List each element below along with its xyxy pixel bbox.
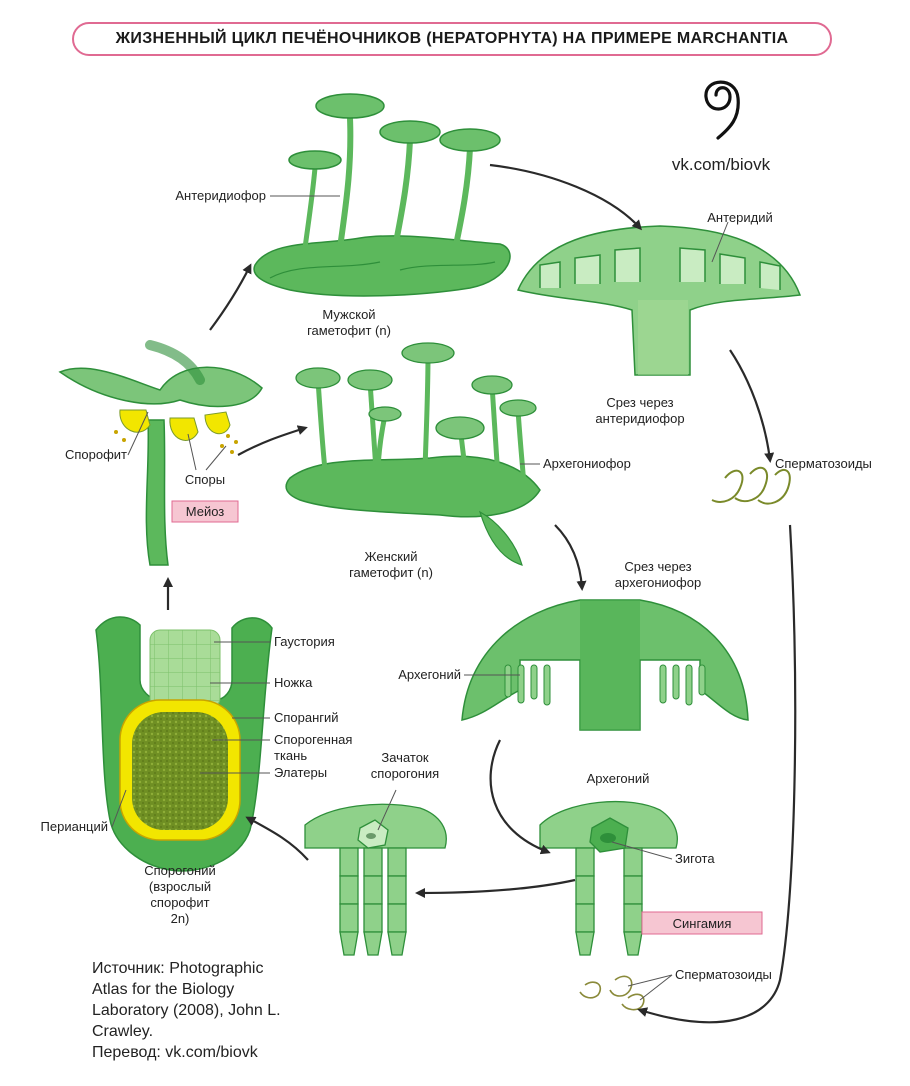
- antheridiophore-label: Антеридиофор: [175, 188, 266, 203]
- embryo-illustration: [304, 803, 447, 956]
- meiosis-box: [171, 500, 239, 523]
- elaters-label: Элатеры: [274, 765, 327, 780]
- female-gametophyte-label-2: гаметофит (n): [349, 565, 433, 580]
- arrow-spores-to-female-gametophyte: [237, 425, 308, 456]
- embryo-label-1: Зачаток: [381, 750, 429, 765]
- sporogon-label-3: спорофит: [150, 895, 209, 910]
- sporogon-label-1: Спорогоний: [144, 863, 216, 878]
- male-gametophyte-label-2: гаметофит (n): [307, 323, 391, 338]
- sperm-top-label: Сперматозоиды: [775, 456, 872, 471]
- meiosis-label: Мейоз: [186, 504, 225, 519]
- haustoria-label: Гаустория: [274, 634, 335, 649]
- sperm-top-illustration: [711, 466, 791, 505]
- archegoniophore-label: Архегониофор: [543, 456, 631, 471]
- male-gametophyte-label-1: Мужской: [322, 307, 375, 322]
- section-archegoniophore-label-2: архегониофор: [615, 575, 701, 590]
- zygote-leader: [611, 841, 673, 860]
- antheridium-label: Антеридий: [707, 210, 773, 225]
- source-line-4: Crawley.: [92, 1023, 154, 1040]
- zygote-label: Зигота: [675, 851, 715, 866]
- arrow-to-sperm-top: [729, 349, 775, 463]
- sporophyte-leader: [127, 411, 149, 456]
- syngamy-box: [641, 911, 763, 935]
- arrow-to-archegoniophore-section: [554, 524, 587, 591]
- arrow-to-archegonium-zygote: [489, 739, 551, 855]
- source-credit: Источник: Photographic Atlas for the Bio…: [92, 958, 342, 1063]
- spores-leader-2: [205, 445, 227, 471]
- sporophyte-label: Спорофит: [65, 447, 127, 462]
- foot-label: Ножка: [274, 675, 313, 690]
- section-archegoniophore-label-1: Срез через: [624, 559, 691, 574]
- section-antheridiophore-label-2: антеридиофор: [595, 411, 684, 426]
- source-line-5: Перевод: vk.com/biovk: [92, 1044, 258, 1061]
- female-gametophyte-label-1: Женский: [365, 549, 418, 564]
- archegonium-zygote-illustration: [539, 801, 678, 956]
- arrow-sperm-to-archegonium: [637, 524, 797, 1024]
- section-antheridiophore-label-1: Срез через: [606, 395, 673, 410]
- sperm-bottom-leader-2: [639, 974, 673, 1001]
- spores-leader-1: [187, 433, 197, 471]
- syngamy-label: Сингамия: [673, 916, 732, 931]
- sporogon-label-4: 2n): [171, 911, 190, 926]
- sporogenous-label-1: Спорогенная: [274, 732, 352, 747]
- source-line-3: Laboratory (2008), John L.: [92, 1002, 281, 1019]
- cycle-arrows: [163, 163, 797, 1024]
- antheridiophore-section-illustration: [516, 225, 802, 376]
- brand-url: vk.com/biovk: [672, 155, 771, 174]
- sporogenous-label-2: ткань: [274, 748, 307, 763]
- sporophyte-illustration: [58, 340, 263, 566]
- arrow-to-embryo: [415, 878, 576, 898]
- sporogon-leaders: [111, 641, 270, 828]
- spiral-logo-icon: [704, 80, 740, 140]
- male-gametophyte-illustration: [253, 93, 511, 297]
- embryo-label-2: спорогония: [371, 766, 439, 781]
- female-gametophyte-illustration: [285, 342, 541, 566]
- sporogon-illustration: [95, 616, 273, 872]
- page-title: ЖИЗНЕННЫЙ ЦИКЛ ПЕЧЁНОЧНИКОВ (HEPATOPHYTA…: [115, 30, 789, 47]
- sperm-bottom-leader-1: [627, 974, 673, 987]
- antheridium-leader: [711, 221, 729, 263]
- archegoniophore-section-illustration: [461, 599, 749, 731]
- sporogon-label-2: (взрослый: [149, 879, 211, 894]
- spores-label: Споры: [185, 472, 225, 487]
- arrow-to-antheridiophore-section: [489, 163, 643, 231]
- arrow-to-male-gametophyte: [209, 263, 252, 331]
- arrow-to-sporogon: [245, 816, 309, 861]
- sporangium-label: Спорангий: [274, 710, 339, 725]
- sperm-bottom-illustration: [579, 975, 645, 1011]
- source-line-1: Источник: Photographic: [92, 960, 264, 977]
- perianth-label: Перианций: [41, 819, 108, 834]
- sperm-bottom-label: Сперматозоиды: [675, 967, 772, 982]
- title-banner: ЖИЗНЕННЫЙ ЦИКЛ ПЕЧЁНОЧНИКОВ (HEPATOPHYTA…: [72, 22, 832, 56]
- archegonium-2-label: Архегоний: [587, 771, 650, 786]
- source-line-2: Atlas for the Biology: [92, 981, 235, 998]
- embryo-leader: [377, 789, 397, 831]
- archegonium-1-label: Архегоний: [398, 667, 461, 682]
